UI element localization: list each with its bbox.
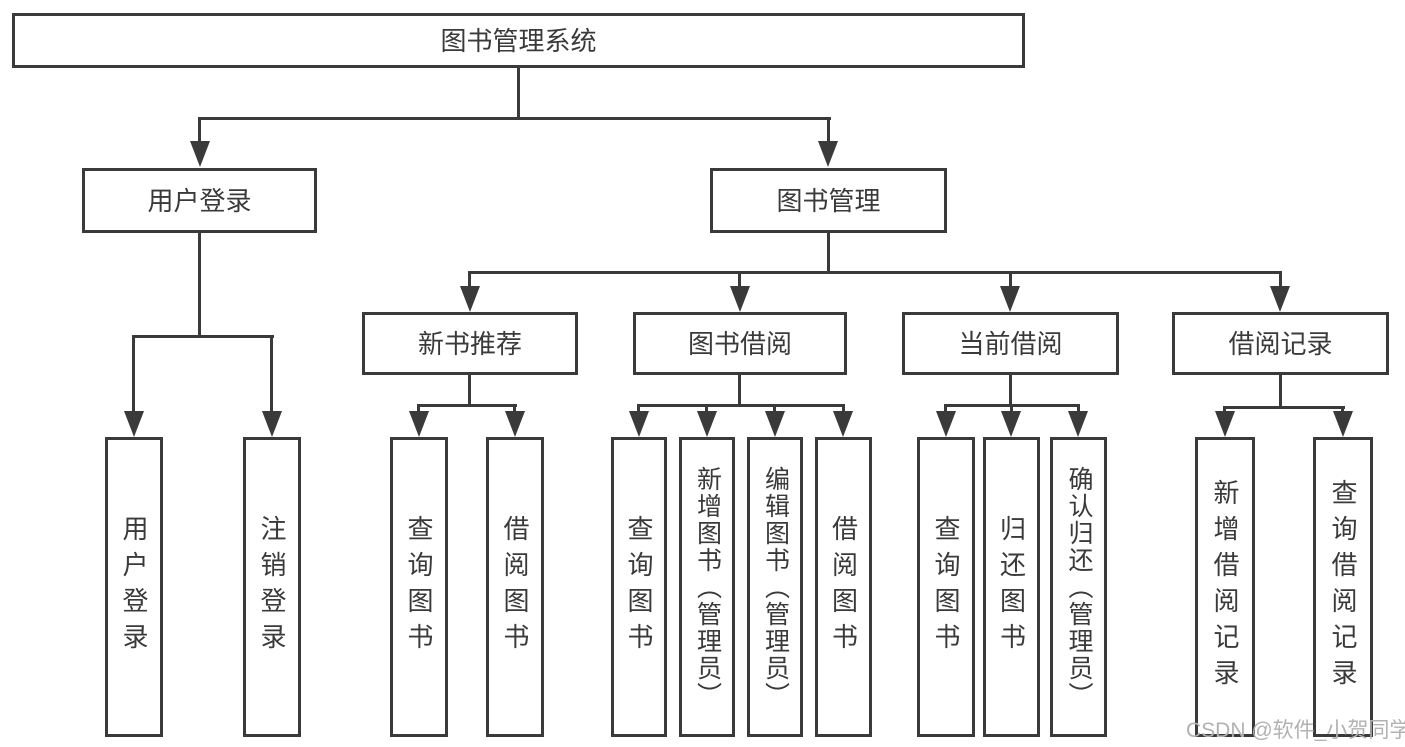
connector-line xyxy=(468,375,471,406)
leaf-user-login: 用户登录 xyxy=(105,437,163,737)
connector-line xyxy=(468,271,1282,274)
node-borrow-record: 借阅记录 xyxy=(1172,312,1389,375)
node-current-borrow: 当前借阅 xyxy=(902,312,1119,375)
connector-line xyxy=(198,233,201,337)
arrowhead-icon xyxy=(505,411,525,437)
node-book-borrow: 图书借阅 xyxy=(633,312,847,375)
arrowhead-icon xyxy=(262,411,282,437)
connector-line xyxy=(738,375,741,406)
connector-line xyxy=(417,404,517,407)
connector-line xyxy=(1009,375,1012,406)
connector-line xyxy=(842,404,845,414)
connector-line xyxy=(417,404,420,414)
node-book-management: 图书管理 xyxy=(710,168,947,233)
arrowhead-icon xyxy=(409,411,429,437)
arrowhead-icon xyxy=(833,411,853,437)
leaf-borrow-book: 借阅图书 xyxy=(815,437,872,737)
leaf-edit-book-admin: 编辑图书（管理员） xyxy=(747,437,803,737)
arrowhead-icon xyxy=(190,141,210,167)
connector-line xyxy=(944,404,947,414)
connector-line xyxy=(827,117,830,145)
csdn-watermark: CSDN @软件_小贺同学 xyxy=(1186,719,1405,742)
arrowhead-icon xyxy=(697,411,717,437)
leaf-query-book-borrow: 查询图书 xyxy=(611,437,667,737)
connector-line xyxy=(1341,406,1344,414)
arrowhead-icon xyxy=(818,141,838,167)
arrowhead-icon xyxy=(124,411,144,437)
connector-line xyxy=(270,335,273,414)
node-user-login: 用户登录 xyxy=(82,168,317,233)
connector-line xyxy=(513,404,516,414)
connector-line xyxy=(1009,271,1012,290)
connector-line xyxy=(1077,404,1080,414)
connector-line xyxy=(1279,375,1282,408)
connector-line xyxy=(1010,404,1013,414)
arrowhead-icon xyxy=(765,411,785,437)
arrowhead-icon xyxy=(1333,411,1353,437)
arrowhead-icon xyxy=(730,286,750,312)
node-root-library-system: 图书管理系统 xyxy=(12,13,1025,68)
connector-line xyxy=(1223,406,1345,409)
arrowhead-icon xyxy=(1068,411,1088,437)
connector-line xyxy=(517,68,520,120)
connector-line xyxy=(198,117,201,145)
leaf-query-borrow-record: 查询借阅记录 xyxy=(1313,437,1373,737)
arrowhead-icon xyxy=(1215,411,1235,437)
connector-line xyxy=(132,335,274,338)
leaf-confirm-return-admin: 确认归还（管理员） xyxy=(1050,437,1107,737)
connector-line xyxy=(132,335,135,414)
leaf-query-book-current: 查询图书 xyxy=(917,437,975,737)
connector-line xyxy=(705,404,708,414)
connector-line xyxy=(637,404,640,414)
connector-line xyxy=(198,117,831,120)
node-new-book-recommend: 新书推荐 xyxy=(362,312,578,375)
connector-line xyxy=(827,233,830,273)
arrowhead-icon xyxy=(1000,286,1020,312)
leaf-add-book-admin: 新增图书（管理员） xyxy=(679,437,735,737)
leaf-logout: 注销登录 xyxy=(243,437,301,737)
leaf-add-borrow-record: 新增借阅记录 xyxy=(1195,437,1255,737)
connector-line xyxy=(637,404,845,407)
arrowhead-icon xyxy=(936,411,956,437)
connector-line xyxy=(468,271,471,290)
arrowhead-icon xyxy=(629,411,649,437)
leaf-borrow-book-recommend: 借阅图书 xyxy=(486,437,544,737)
leaf-return-book: 归还图书 xyxy=(983,437,1040,737)
connector-line xyxy=(738,271,741,290)
connector-line xyxy=(1223,406,1226,414)
arrowhead-icon xyxy=(1270,286,1290,312)
arrowhead-icon xyxy=(1001,411,1021,437)
arrowhead-icon xyxy=(460,286,480,312)
connector-line xyxy=(773,404,776,414)
leaf-query-book-recommend: 查询图书 xyxy=(390,437,448,737)
connector-line xyxy=(1279,271,1282,290)
